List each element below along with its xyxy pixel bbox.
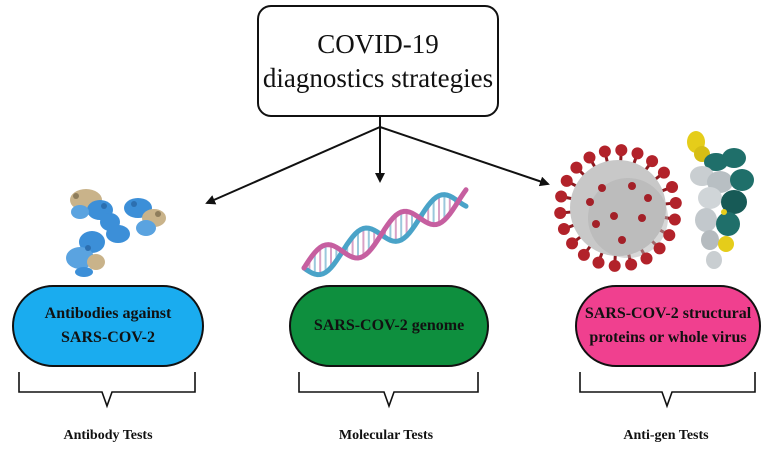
virus-spike-head (669, 197, 682, 210)
genome-target-pill: SARS-COV-2 genome (289, 285, 489, 367)
virus-spike-head (577, 248, 590, 261)
genome-target-line-1: SARS-COV-2 genome (313, 317, 465, 334)
virus-spike-head (554, 206, 567, 219)
antibodies-target-line-1: Antibodies against (44, 305, 172, 322)
virus-spike-head (566, 237, 579, 250)
virus-spike-head (570, 161, 583, 174)
virus-spike-head (625, 258, 638, 271)
virus-spike-head (560, 174, 573, 187)
antibody-protein-icon (66, 189, 166, 277)
virus-spike-head (640, 252, 653, 265)
title-line-2: diagnostics strategies (262, 63, 494, 93)
antibodies-target-pill: Antibodies against SARS-COV-2 (12, 285, 204, 367)
virus-surface-protein (628, 182, 636, 190)
virus-surface-protein (592, 220, 600, 228)
virus-spike-head (663, 229, 676, 242)
virus-spike-head (557, 223, 570, 236)
antigen-target-pill: SARS-COV-2 structural proteins or whole … (575, 285, 761, 367)
virus-spike-head (631, 147, 644, 160)
virus-spike-head (657, 166, 670, 179)
arrow-to-antigen (379, 126, 550, 187)
antigen-target-line-2: proteins or whole virus (589, 329, 747, 346)
coronavirus-particle-icon (554, 144, 682, 272)
virus-spike-head (653, 242, 666, 255)
antigen-tests-label: Anti-gen Tests (623, 428, 709, 443)
virus-spike-head (608, 259, 621, 272)
spike-protein-icon (687, 131, 754, 269)
virus-surface-protein (644, 194, 652, 202)
dna-double-helix-icon (301, 187, 469, 278)
virus-spike-head (666, 180, 679, 193)
antibody-tests-label: Antibody Tests (63, 428, 153, 443)
virus-surface-protein (598, 184, 606, 192)
virus-surface-protein (638, 214, 646, 222)
molecular-tests-label: Molecular Tests (338, 428, 434, 443)
virus-surface-protein (610, 212, 618, 220)
dna-strand-pink (301, 187, 469, 271)
virus-surface-protein (586, 198, 594, 206)
virus-spike-head (598, 145, 611, 158)
title-line-1: COVID-19 (317, 29, 439, 59)
virus-spike-head (646, 155, 659, 168)
arrow-to-antibody (205, 126, 381, 205)
virus-spike-head (592, 256, 605, 269)
virus-spike-head (668, 213, 681, 226)
title-box: COVID-19 diagnostics strategies (257, 5, 499, 117)
virus-spike-head (615, 144, 628, 157)
bracket-antigen (579, 372, 756, 409)
virus-spike-head (555, 190, 568, 203)
antibodies-target-line-2: SARS-COV-2 (61, 329, 155, 346)
bracket-genome (298, 372, 479, 409)
virus-spike-head (583, 151, 596, 164)
antigen-target-line-1: SARS-COV-2 structural (584, 305, 752, 322)
virus-surface-protein (618, 236, 626, 244)
dna-strand-blue (301, 192, 469, 278)
bracket-antibody (18, 372, 196, 409)
